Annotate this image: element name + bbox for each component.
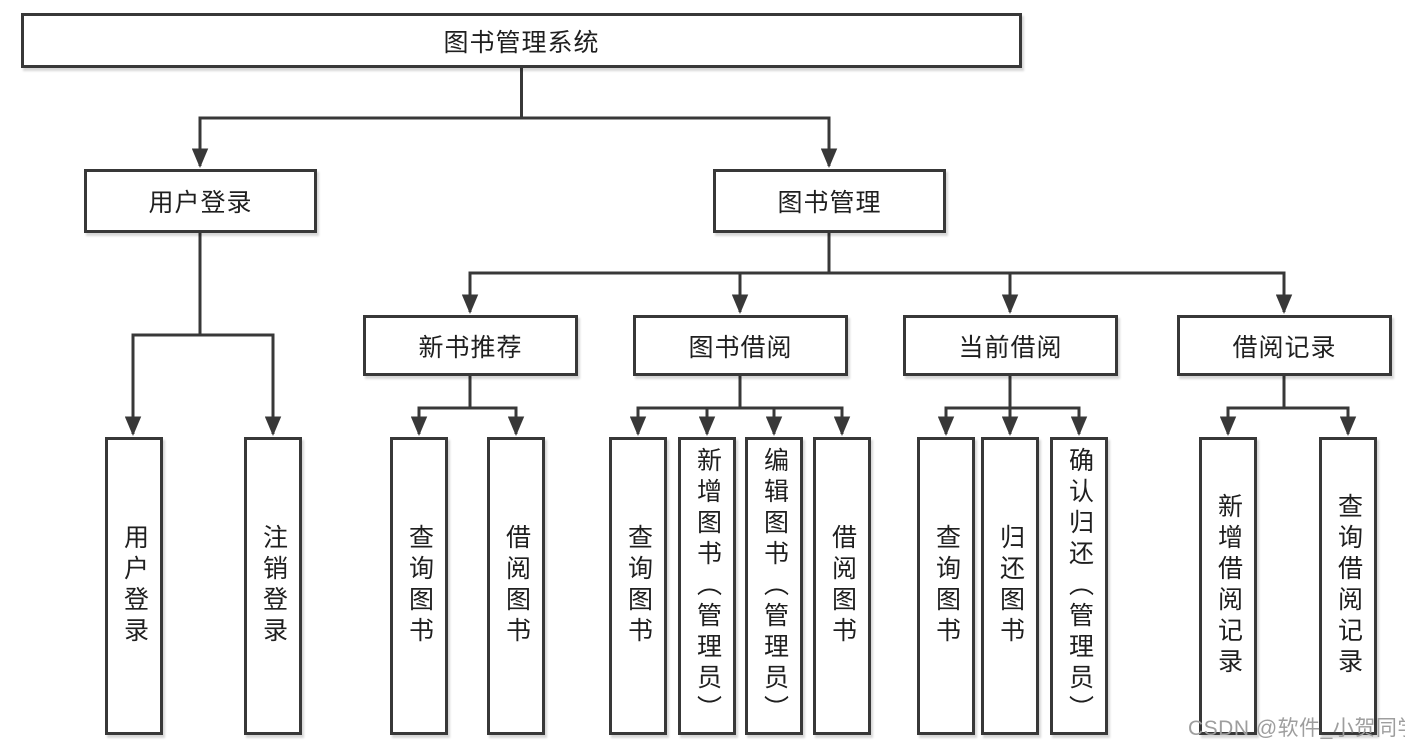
leaf-add-borrow-record: 新增借阅记录 [1199, 437, 1257, 735]
leaf-borrow-books-borrowing: 借阅图书 [813, 437, 871, 735]
node-borrowing-records: 借阅记录 [1177, 315, 1392, 376]
node-label: 新增图书（管理员） [693, 446, 722, 726]
node-label: 借阅图书 [828, 524, 857, 648]
node-label: 查询图书 [405, 524, 434, 648]
node-label: 用户登录 [148, 189, 253, 217]
leaf-query-books-borrowing: 查询图书 [609, 437, 667, 735]
node-library-management-system: 图书管理系统 [21, 13, 1022, 68]
node-label: 用户登录 [120, 524, 149, 648]
node-label: 归还图书 [996, 524, 1025, 648]
node-label: 借阅图书 [502, 524, 531, 648]
leaf-add-books-admin: 新增图书（管理员） [678, 437, 736, 735]
node-label: 图书管理系统 [443, 28, 600, 57]
leaf-user-login: 用户登录 [105, 437, 163, 735]
arrow-lines [124, 118, 1357, 436]
node-label: 确认归还（管理员） [1065, 446, 1094, 726]
node-label: 查询图书 [624, 524, 653, 648]
trunk-lines [131, 64, 1350, 410]
node-label: 编辑图书（管理员） [760, 446, 789, 726]
leaf-edit-books-admin: 编辑图书（管理员） [745, 437, 803, 735]
node-label: 当前借阅 [958, 333, 1063, 362]
node-current-borrowing: 当前借阅 [903, 315, 1118, 376]
leaf-query-borrow-record: 查询借阅记录 [1319, 437, 1377, 735]
leaf-return-books: 归还图书 [981, 437, 1039, 735]
csdn-watermark: CSDN @软件_小贺同学 [1188, 717, 1405, 740]
leaf-confirm-return-admin: 确认归还（管理员） [1050, 437, 1108, 735]
node-label: 查询借阅记录 [1334, 493, 1363, 679]
node-label: 借阅记录 [1232, 333, 1337, 362]
node-label: 新书推荐 [418, 333, 523, 362]
leaf-query-books-recommend: 查询图书 [390, 437, 448, 735]
node-label: 注销登录 [259, 524, 288, 648]
node-book-management: 图书管理 [713, 169, 946, 233]
node-label: 查询图书 [932, 524, 961, 648]
node-label: 图书借阅 [688, 333, 793, 362]
node-label: 图书管理 [777, 189, 882, 217]
leaf-logout-login: 注销登录 [244, 437, 302, 735]
leaf-query-books-current: 查询图书 [917, 437, 975, 735]
leaf-borrow-books-recommend: 借阅图书 [487, 437, 545, 735]
node-new-book-recommendation: 新书推荐 [363, 315, 578, 376]
node-user-login: 用户登录 [84, 169, 317, 233]
node-label: 新增借阅记录 [1214, 493, 1243, 679]
node-book-borrowing: 图书借阅 [633, 315, 848, 376]
